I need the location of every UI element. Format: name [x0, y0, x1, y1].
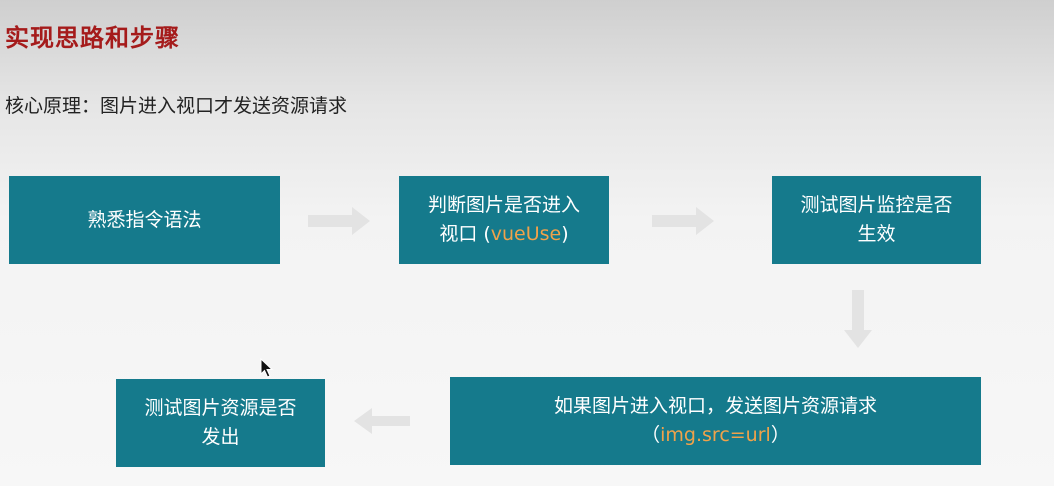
- step-box-send-image-request: 如果图片进入视口，发送图片资源请求 （img.src=url）: [450, 377, 981, 465]
- page-title: 实现思路和步骤: [5, 24, 180, 52]
- arrow-down-icon: [844, 290, 872, 348]
- step-box-familiar-directive-syntax: 熟悉指令语法: [9, 176, 280, 264]
- step-3-line-2: 生效: [857, 223, 896, 245]
- step-box-test-resource-sent: 测试图片资源是否 发出: [116, 379, 325, 467]
- step-4-line-2: （img.src=url）: [554, 421, 877, 450]
- step-4-line-1: 如果图片进入视口，发送图片资源请求: [553, 395, 877, 417]
- step-2-line-2-prefix: 视口 (: [439, 223, 491, 245]
- arrow-right-icon: [652, 207, 714, 235]
- mouse-cursor-icon: [260, 358, 274, 378]
- step-1-label: 熟悉指令语法: [87, 208, 202, 231]
- img-src-highlight: img.src=url: [660, 424, 771, 446]
- step-5-line-1: 测试图片资源是否: [144, 397, 297, 419]
- arrow-right-icon: [308, 207, 370, 235]
- step-box-check-image-in-viewport: 判断图片是否进入 视口 (vueUse): [399, 176, 609, 264]
- step-2-line-2-suffix: ): [561, 223, 569, 245]
- arrow-left-icon: [354, 408, 410, 434]
- step-3-line-1: 测试图片监控是否: [800, 194, 953, 216]
- step-4-line-2-suffix: ）: [770, 424, 790, 446]
- vueuse-highlight: vueUse: [490, 223, 562, 245]
- step-2-line-2: 视口 (vueUse): [428, 220, 580, 249]
- step-5-line-2: 发出: [201, 426, 240, 448]
- step-4-line-2-prefix: （: [641, 424, 661, 446]
- step-2-line-1: 判断图片是否进入: [427, 194, 580, 216]
- core-principle-text: 核心原理：图片进入视口才发送资源请求: [5, 95, 348, 117]
- step-box-test-image-monitoring: 测试图片监控是否 生效: [772, 176, 981, 264]
